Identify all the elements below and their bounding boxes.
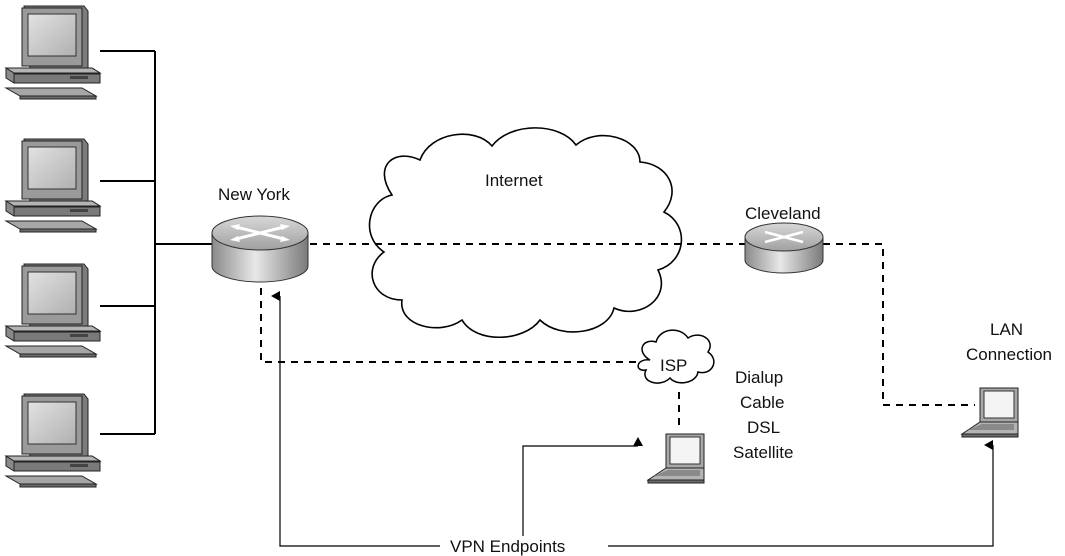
vpn-endpoint-arrows bbox=[271, 291, 994, 547]
vpn-label-background bbox=[440, 536, 608, 556]
access-type-label: DSL bbox=[747, 418, 780, 437]
router-icon bbox=[211, 215, 309, 283]
isp-label: ISP bbox=[660, 356, 687, 375]
laptop-icon bbox=[961, 387, 1019, 438]
cleveland-label: Cleveland bbox=[745, 204, 821, 223]
new-york-label: New York bbox=[218, 185, 290, 204]
access-types-list: Dialup Cable DSL Satellite bbox=[733, 368, 793, 462]
lan-bus bbox=[100, 50, 212, 435]
vpn-endpoints-label: VPN Endpoints bbox=[450, 537, 565, 556]
workstation-icon bbox=[5, 263, 101, 358]
internet-cloud-shape bbox=[368, 127, 683, 338]
workstation-icon bbox=[5, 138, 101, 233]
access-type-label: Dialup bbox=[735, 368, 783, 387]
lan-connection-label-line2: Connection bbox=[966, 345, 1052, 364]
internet-label: Internet bbox=[485, 171, 543, 190]
access-type-label: Satellite bbox=[733, 443, 793, 462]
laptop-icon bbox=[647, 433, 705, 484]
workstation-icon bbox=[5, 393, 101, 488]
router-icon bbox=[744, 222, 824, 274]
vpn-dashed-links bbox=[260, 243, 975, 430]
isp-cloud-shape bbox=[637, 329, 715, 384]
cleveland-to-lan-laptop-tunnel bbox=[823, 243, 975, 406]
arrow-to-new-york bbox=[271, 291, 440, 547]
workstation-icon bbox=[5, 5, 101, 100]
ny-to-isp-tunnel bbox=[260, 288, 642, 363]
lan-connection-label-line1: LAN bbox=[990, 320, 1023, 339]
arrow-to-lan-laptop bbox=[608, 440, 994, 547]
access-type-label: Cable bbox=[740, 393, 784, 412]
arrow-to-remote-laptop bbox=[522, 437, 643, 546]
